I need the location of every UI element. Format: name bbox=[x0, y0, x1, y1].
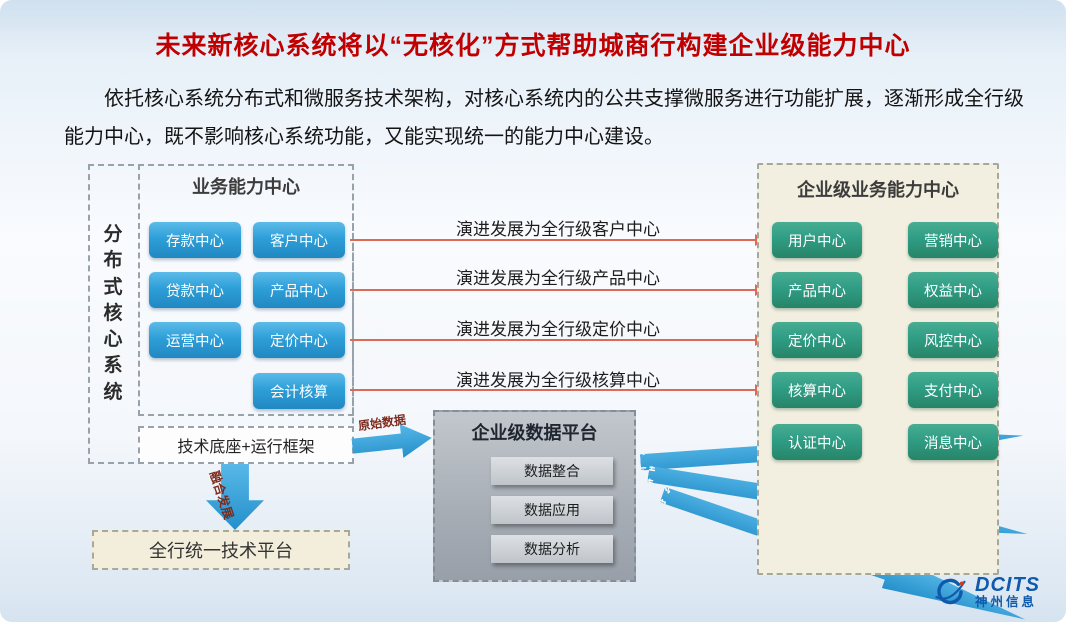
customer-center-node: 客户中心 bbox=[253, 222, 345, 258]
dcits-company: 神州信息 bbox=[975, 595, 1038, 610]
enterprise-data-platform-title: 企业级数据平台 bbox=[471, 423, 598, 443]
distributed-core-vertical-label-wrap: 分布式核心系统 bbox=[88, 164, 138, 464]
accounting-node: 会计核算 bbox=[253, 373, 345, 409]
evolution-label-product: 演进发展为全行级产品中心 bbox=[456, 269, 660, 288]
message-center-node: 消息中心 bbox=[908, 424, 998, 460]
evolution-arrow-customer bbox=[350, 234, 765, 246]
marketing-center-node: 营销中心 bbox=[908, 222, 998, 258]
enterprise-data-platform-box: 企业级数据平台 数据整合 数据应用 数据分析 bbox=[433, 410, 636, 582]
evolution-arrow-pricing bbox=[350, 334, 765, 346]
evolution-arrow-accounting bbox=[350, 384, 765, 396]
business-capability-title: 业务能力中心 bbox=[192, 177, 300, 197]
intro-paragraph: 依托核心系统分布式和微服务技术架构，对核心系统内的公共支撑微服务进行功能扩展，逐… bbox=[64, 88, 1024, 148]
unified-tech-platform-box: 全行统一技术平台 bbox=[92, 530, 350, 570]
tech-base-box: 技术底座+运行框架 bbox=[138, 426, 354, 464]
evolution-arrow-product bbox=[350, 284, 765, 296]
evolution-label-customer: 演进发展为全行级客户中心 bbox=[456, 220, 660, 239]
risk-center-node: 风控中心 bbox=[908, 322, 998, 358]
slide-title: 未来新核心系统将以“无核化”方式帮助城商行构建企业级能力中心 bbox=[155, 32, 911, 60]
data-analysis-item: 数据分析 bbox=[491, 535, 613, 563]
pricing-center-right-node: 定价中心 bbox=[772, 322, 862, 358]
pricing-center-node: 定价中心 bbox=[253, 322, 345, 358]
dcits-brand: DCITS bbox=[975, 574, 1040, 597]
distributed-core-vertical-label: 分布式核心系统 bbox=[103, 224, 123, 403]
enterprise-capability-title: 企业级业务能力中心 bbox=[797, 180, 959, 200]
raw-data-label: 原始数据 bbox=[357, 412, 407, 434]
evolution-label-pricing: 演进发展为全行级定价中心 bbox=[456, 320, 660, 339]
auth-center-node: 认证中心 bbox=[772, 424, 862, 460]
evolution-label-accounting: 演进发展为全行级核算中心 bbox=[456, 371, 660, 390]
rights-center-node: 权益中心 bbox=[908, 272, 998, 308]
product-center-node: 产品中心 bbox=[253, 272, 345, 308]
product-center-right-node: 产品中心 bbox=[772, 272, 862, 308]
deposit-center-node: 存款中心 bbox=[149, 222, 241, 258]
dcits-logo-icon bbox=[935, 578, 966, 605]
loan-center-node: 贷款中心 bbox=[149, 272, 241, 308]
user-center-node: 用户中心 bbox=[772, 222, 862, 258]
accounting-center-node: 核算中心 bbox=[772, 372, 862, 408]
payment-center-node: 支付中心 bbox=[908, 372, 998, 408]
dcits-logo: DCITS 神州信息 bbox=[932, 574, 1040, 610]
operation-center-node: 运营中心 bbox=[149, 322, 241, 358]
slide: 未来新核心系统将以“无核化”方式帮助城商行构建企业级能力中心 依托核心系统分布式… bbox=[0, 0, 1066, 622]
data-integration-item: 数据整合 bbox=[491, 457, 613, 485]
data-application-item: 数据应用 bbox=[491, 496, 613, 524]
dcits-logo-text: DCITS 神州信息 bbox=[975, 574, 1040, 610]
